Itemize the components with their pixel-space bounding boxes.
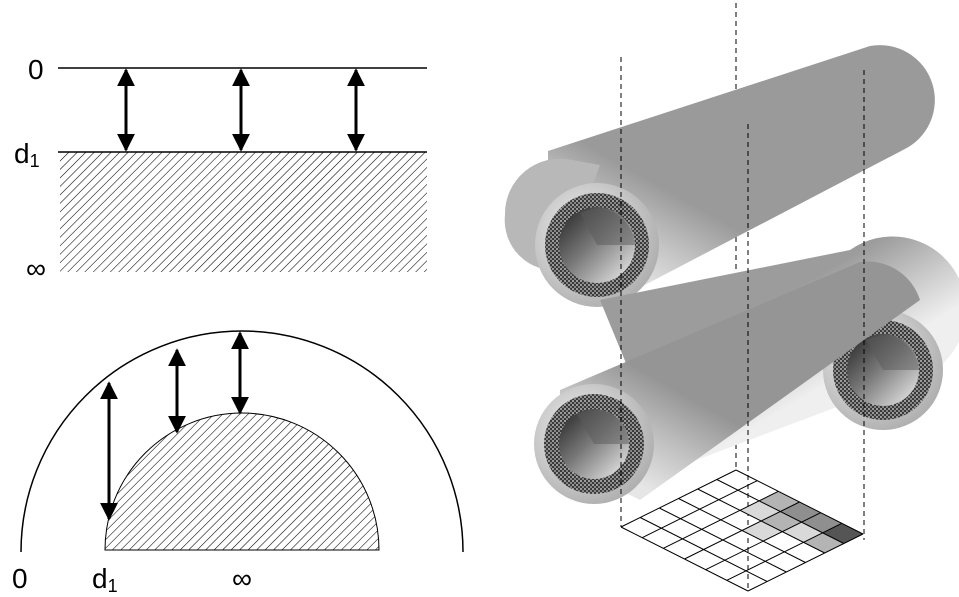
grid-line [747, 533, 864, 592]
outer-arc [20, 330, 464, 553]
hatched-core [104, 412, 380, 551]
lower-tube [534, 261, 920, 504]
grid-line [735, 469, 864, 535]
planar-model [58, 67, 427, 272]
hatched-half-space [60, 152, 427, 272]
tube-illustration [504, 3, 959, 592]
curved-interface-label: d1 [92, 563, 118, 596]
planar-interface-label: d1 [14, 138, 40, 171]
planar-infinity-label: ∞ [26, 253, 46, 284]
upper-tube [504, 45, 935, 307]
grid-line [726, 522, 843, 581]
curved-model [20, 330, 464, 553]
planar-surface-label: 0 [28, 54, 44, 85]
pixel-grid [620, 469, 864, 592]
curved-origin-label: 0 [12, 563, 28, 594]
curved-infinity-label: ∞ [232, 563, 252, 594]
